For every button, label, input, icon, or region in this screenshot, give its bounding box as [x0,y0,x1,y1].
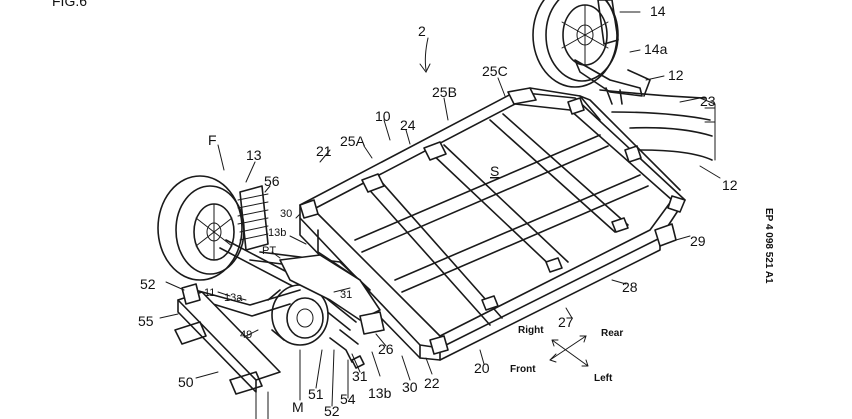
label-11: 11 [204,287,215,299]
label-12-top: 12 [668,67,684,83]
direction-left: Left [594,373,613,384]
label-21: 21 [316,143,332,159]
label-30-bottom: 30 [402,379,418,395]
direction-rear: Rear [601,328,623,339]
direction-front: Front [510,364,536,375]
label-54: 54 [340,391,356,407]
label-31-bottom: 31 [352,368,368,384]
label-56: 56 [264,173,280,189]
label-26: 26 [378,341,394,357]
label-28: 28 [622,279,638,295]
label-S: S [490,163,499,179]
label-25A: 25A [340,133,366,149]
label-25C: 25C [482,63,508,79]
label-13b-top: 13b [268,227,286,239]
label-M: M [292,399,304,415]
label-14: 14 [650,3,666,19]
label-30-top: 30 [280,208,292,220]
label-13a: 13a [224,292,243,304]
label-20: 20 [474,360,490,376]
label-13b-bottom: 13b [368,385,392,401]
rear-wheel [532,0,651,105]
label-49: 49 [240,329,252,341]
direction-right: Right [518,325,544,336]
label-10: 10 [375,108,391,124]
label-24: 24 [400,117,416,133]
suspension-spring [237,185,269,251]
front-subframe [174,229,385,419]
label-22: 22 [424,375,440,391]
label-29: 29 [690,233,706,249]
label-2: 2 [418,23,426,39]
rear-side-members [599,89,716,161]
label-31-right: 31 [340,289,352,301]
battery-frame [299,87,686,361]
document-reference: EP 4 098 521 A1 [763,208,774,284]
label-F: F [208,132,217,148]
front-wheel [157,175,245,281]
label-51: 51 [308,386,324,402]
label-50: 50 [178,374,194,390]
label-25B: 25B [432,84,457,100]
label-14a: 14a [644,41,668,57]
label-55: 55 [138,313,154,329]
label-52-bottom: 52 [324,403,340,419]
figure-label: FIG.6 [52,0,87,9]
label-27: 27 [558,314,574,330]
label-13: 13 [246,147,262,163]
leader-lines [159,11,721,407]
label-23: 23 [700,93,716,109]
label-PT: PT [262,245,276,257]
label-12-right: 12 [722,177,738,193]
direction-compass [549,335,589,367]
label-52-left: 52 [140,276,156,292]
